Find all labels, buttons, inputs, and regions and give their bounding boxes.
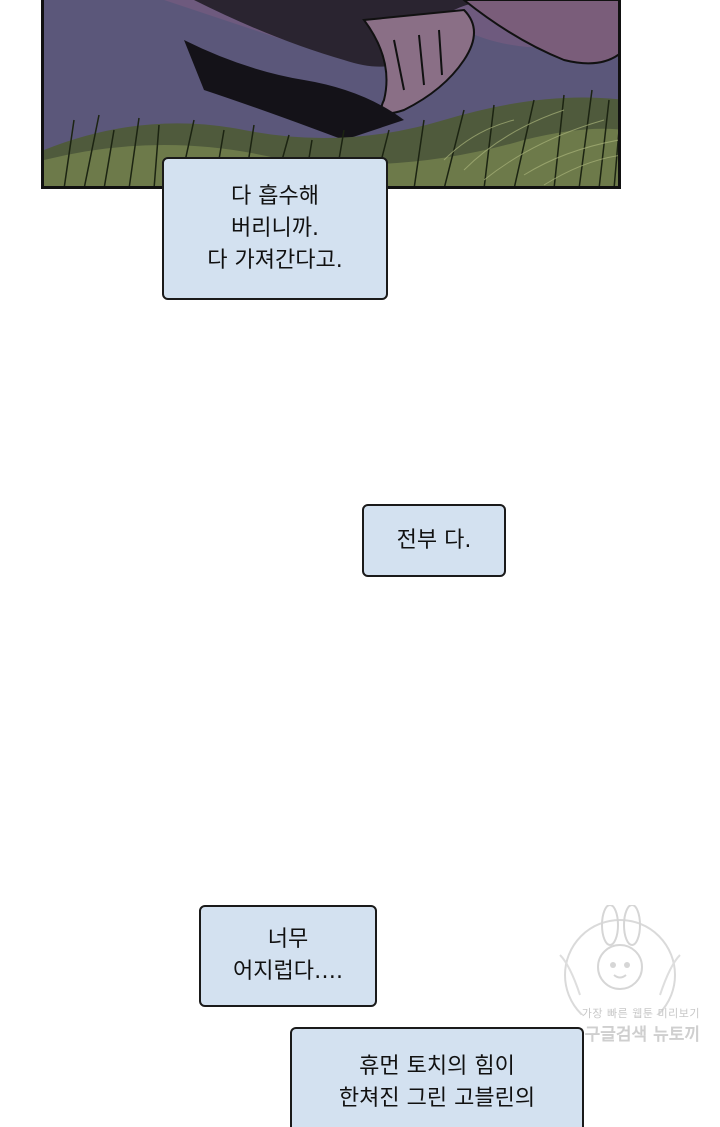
watermark-tagline: 가장 빠른 웹툰 미리보기 — [581, 1007, 700, 1020]
bubble-line: 휴먼 토치의 힘이 — [359, 1054, 515, 1079]
speech-bubble: 다 흡수해 버리니까. 다 가져간다고. — [162, 157, 388, 300]
mascot-icon — [559, 904, 681, 1031]
speech-bubble: 너무 어지럽다…. — [199, 905, 377, 1007]
bubble-line: 한쳐진 그린 고블린의 — [338, 1086, 536, 1111]
bubble-line: 어지럽다…. — [233, 959, 343, 984]
bubble-line: 전부 다. — [396, 527, 472, 553]
watermark-brand: 구글검색 뉴토끼 — [584, 1025, 700, 1045]
bubble-line: 다 가져간다고. — [207, 247, 343, 273]
speech-bubble: 전부 다. — [362, 504, 506, 577]
bubble-line: 버리니까. — [231, 215, 319, 241]
bubble-line: 너무 — [267, 927, 309, 952]
bubble-line: 다 흡수해 — [231, 183, 319, 209]
watermark: 가장 빠른 웹툰 미리보기 구글검색 뉴토끼 — [540, 904, 700, 1075]
